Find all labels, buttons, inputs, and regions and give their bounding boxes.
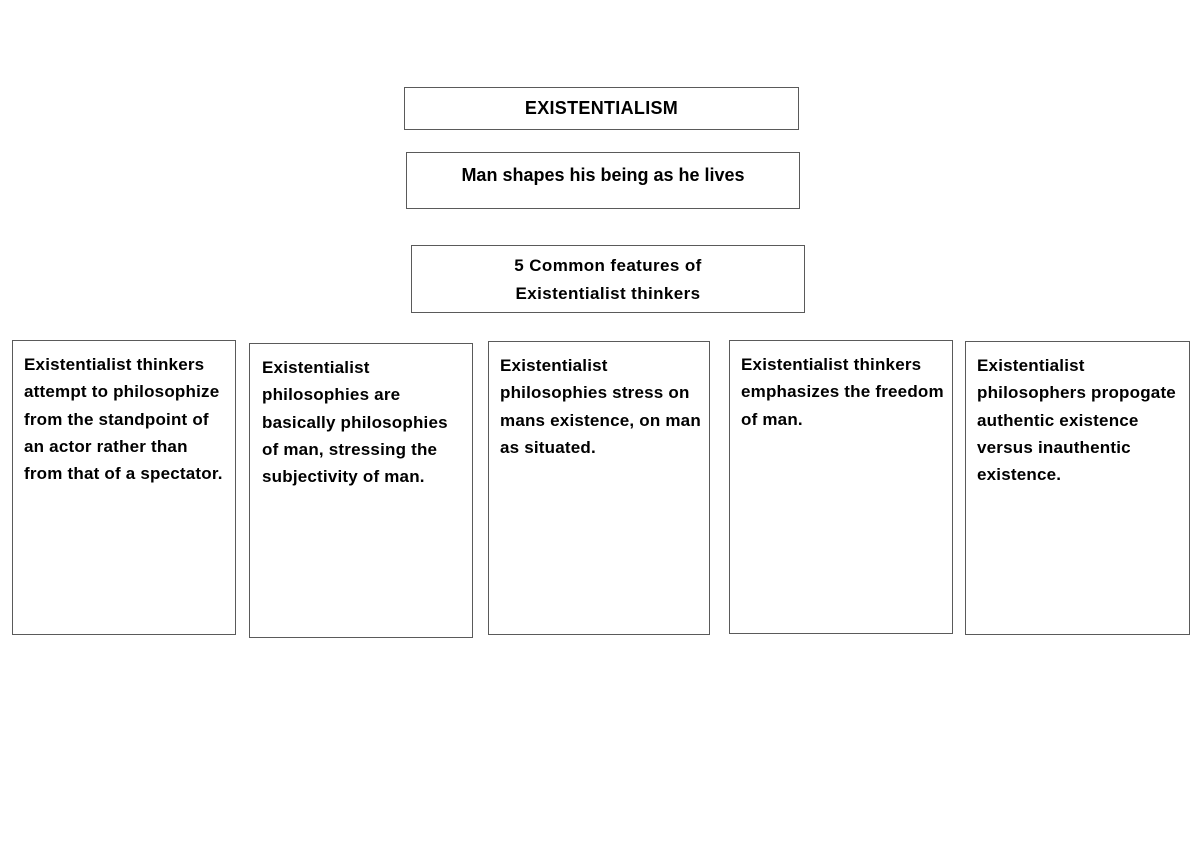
feature-box-1-text: Existentialist thinkers attempt to philo…	[24, 355, 223, 484]
features-heading-label: 5 Common features of Existentialist thin…	[514, 256, 702, 303]
title-box-label: EXISTENTIALISM	[524, 98, 679, 118]
title-box: EXISTENTIALISM	[404, 87, 799, 130]
feature-box-1: Existentialist thinkers attempt to philo…	[12, 340, 236, 635]
core-tenet-label: Man shapes his being as he lives	[461, 165, 745, 185]
core-tenet-box: Man shapes his being as he lives	[406, 152, 800, 209]
feature-box-4: Existentialist thinkers emphasizes the f…	[729, 340, 953, 634]
feature-box-4-text: Existentialist thinkers emphasizes the f…	[741, 355, 944, 429]
feature-box-5: Existentialist philosophers propogate au…	[965, 341, 1190, 635]
features-heading-box: 5 Common features of Existentialist thin…	[411, 245, 805, 313]
feature-box-2: Existentialist philosophies are basicall…	[249, 343, 473, 638]
feature-box-3: Existentialist philosophies stress on ma…	[488, 341, 710, 635]
feature-box-5-text: Existentialist philosophers propogate au…	[977, 356, 1176, 485]
feature-box-3-text: Existentialist philosophies stress on ma…	[500, 356, 701, 457]
feature-box-2-text: Existentialist philosophies are basicall…	[262, 358, 448, 487]
